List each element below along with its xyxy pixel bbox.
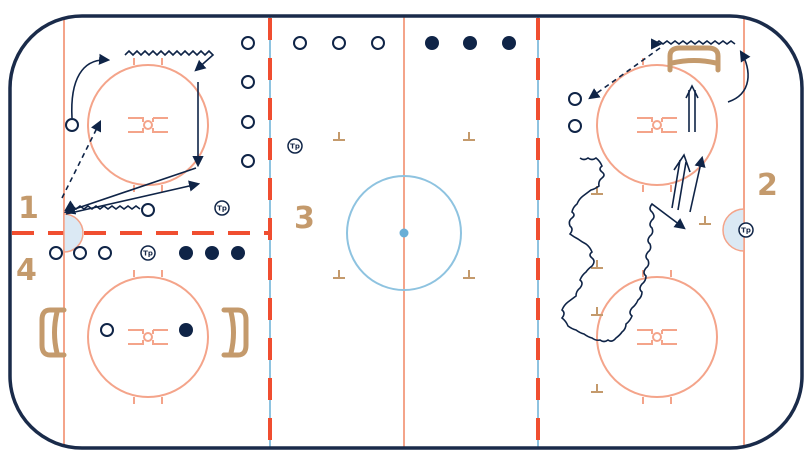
rink-boards bbox=[8, 14, 804, 450]
coach-marker-4: Tp bbox=[738, 222, 754, 238]
zone-label-3: 3 bbox=[294, 201, 315, 236]
goal-crease-left bbox=[63, 213, 84, 253]
drill-paths-left bbox=[61, 49, 215, 215]
coach-marker-2: Tp bbox=[214, 200, 230, 216]
svg-text:Tp: Tp bbox=[290, 143, 300, 151]
faceoff-circle-bottom-right bbox=[596, 270, 718, 404]
players-open bbox=[49, 36, 582, 337]
zone-label-2: 2 bbox=[757, 168, 778, 203]
net-bracket-right bbox=[221, 307, 249, 358]
svg-text:Tp: Tp bbox=[143, 250, 153, 258]
faceoff-circle-top-right bbox=[596, 58, 718, 192]
coach-marker-3: Tp bbox=[140, 245, 156, 261]
svg-text:Tp: Tp bbox=[741, 227, 751, 235]
drill-paths-right bbox=[560, 38, 751, 343]
center-circle bbox=[346, 175, 462, 291]
center-dot bbox=[399, 228, 409, 238]
faceoff-circle-bottom-left bbox=[87, 270, 209, 404]
players-filled bbox=[179, 36, 516, 337]
net-bracket-left bbox=[39, 307, 67, 358]
goal-crease-right bbox=[722, 208, 745, 252]
zone-label-1: 1 bbox=[18, 191, 39, 226]
zone-label-4: 4 bbox=[16, 253, 37, 288]
coach-marker-1: Tp bbox=[287, 138, 303, 154]
svg-text:Tp: Tp bbox=[217, 205, 227, 213]
net-bracket-top-right bbox=[667, 45, 721, 73]
